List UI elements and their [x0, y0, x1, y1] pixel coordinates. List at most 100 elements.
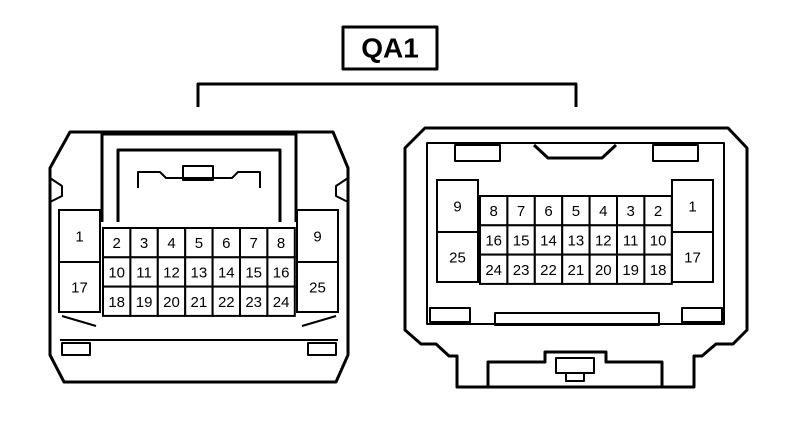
- left-connector-body: [48, 130, 350, 384]
- right-pin-8-label: 8: [490, 203, 498, 220]
- right-pin-4-label: 4: [599, 203, 607, 220]
- left-foot-left: [61, 342, 91, 356]
- right-pin-19-cell: [616, 253, 646, 285]
- right-pin-3-label: 3: [627, 203, 635, 220]
- right-pin-21-label: 21: [568, 262, 585, 279]
- right-pin-24-cell: [479, 253, 509, 285]
- left-pin-18-label: 18: [108, 294, 125, 311]
- left-pin-20-label: 20: [163, 294, 180, 311]
- left-pin-9-cell: [296, 209, 339, 263]
- right-pin-12-cell: [588, 224, 618, 256]
- right-side-nub: [335, 177, 349, 203]
- left-pin-15-label: 15: [245, 264, 262, 281]
- left-pin-20-cell: [156, 285, 187, 317]
- right-pin-23-label: 23: [513, 262, 530, 279]
- right-pin-20-label: 20: [595, 262, 612, 279]
- left-pin-5-label: 5: [195, 235, 203, 252]
- title-bracket: [196, 82, 578, 107]
- right-pin-3-cell: [616, 195, 646, 227]
- left-pin-24-cell: [266, 285, 296, 317]
- right-pin-5-label: 5: [572, 203, 580, 220]
- left-pin-23-label: 23: [245, 294, 262, 311]
- left-pin-8-cell: [266, 227, 296, 259]
- right-top-notch-right: [652, 144, 699, 162]
- left-pin-7-label: 7: [250, 235, 258, 252]
- left-pin-14-label: 14: [218, 264, 235, 281]
- right-connector-body: [403, 126, 749, 389]
- left-pin-24-label: 24: [273, 294, 290, 311]
- right-bottom-slot-right: [681, 307, 723, 323]
- left-pin-12-label: 12: [163, 264, 180, 281]
- right-pin-22-label: 22: [540, 262, 557, 279]
- left-pin-4-label: 4: [167, 235, 175, 252]
- left-pin-1-label: 1: [75, 229, 83, 246]
- right-bottom-tab-key: [565, 372, 585, 382]
- left-pin-11-label: 11: [136, 264, 152, 281]
- title-label: QA1: [361, 33, 419, 64]
- left-pin-14-cell: [211, 256, 242, 288]
- left-foot-right: [307, 342, 337, 356]
- left-pin-6-label: 6: [222, 235, 230, 252]
- left-bottom-rail-left: [61, 315, 97, 327]
- left-pin-7-cell: [239, 227, 269, 259]
- right-pin-24-label: 24: [485, 262, 502, 279]
- left-pin-2-cell: [102, 227, 132, 259]
- right-top-notch-left: [454, 144, 501, 162]
- title-box: [341, 25, 439, 71]
- left-latch: [137, 171, 261, 188]
- right-pin-17-label: 17: [684, 250, 701, 267]
- left-pin-8-label: 8: [277, 235, 285, 252]
- left-pin-21-label: 21: [191, 294, 208, 311]
- right-pin-9-label: 9: [453, 199, 461, 216]
- connector-title: QA1: [341, 25, 439, 71]
- right-pin-16-label: 16: [485, 232, 502, 249]
- left-bottom-rail-right: [301, 315, 337, 327]
- left-side-nub: [49, 177, 63, 203]
- right-pin-1-cell: [671, 179, 714, 233]
- left-pin-22-cell: [211, 285, 242, 317]
- left-pin-2-label: 2: [113, 235, 121, 252]
- left-pin-16-label: 16: [273, 264, 290, 281]
- left-pin-10-label: 10: [108, 264, 125, 281]
- left-pin-16-cell: [266, 256, 296, 288]
- left-pin-23-cell: [239, 285, 269, 317]
- left-pin-11-cell: [129, 256, 159, 288]
- right-pin-18-label: 18: [650, 262, 667, 279]
- right-top-key: [532, 143, 618, 160]
- left-pin-25-cell: [296, 261, 339, 313]
- right-pin-6-label: 6: [544, 203, 552, 220]
- right-pin-14-label: 14: [540, 232, 557, 249]
- left-pin-21-cell: [184, 285, 214, 317]
- right-pin-12-label: 12: [595, 232, 612, 249]
- left-pin-3-label: 3: [140, 235, 148, 252]
- left-pin-19-label: 19: [136, 294, 153, 311]
- left-lock-frame-inner: [116, 148, 282, 222]
- right-bottom-tab-inner: [555, 357, 595, 374]
- left-pin-15-cell: [239, 256, 269, 288]
- right-pin-17-cell: [671, 231, 714, 283]
- right-pin-11-label: 11: [623, 232, 639, 249]
- left-latch-tab: [182, 165, 214, 181]
- left-pin-17-label: 17: [71, 280, 88, 297]
- right-bottom-rail: [494, 312, 660, 326]
- left-pin-9-label: 9: [313, 229, 321, 246]
- left-lock-frame-outer: [100, 132, 298, 222]
- right-pin-2-label: 2: [654, 203, 662, 220]
- right-pin-2-cell: [643, 195, 673, 227]
- right-pin-19-label: 19: [622, 262, 639, 279]
- left-pin-22-label: 22: [218, 294, 235, 311]
- right-pin-18-cell: [643, 253, 673, 285]
- right-pin-7-label: 7: [517, 203, 525, 220]
- right-pin-21-cell: [561, 253, 591, 285]
- left-pin-1-cell: [58, 209, 101, 263]
- right-bottom-slot-left: [429, 307, 471, 323]
- left-pin-25-label: 25: [309, 280, 326, 297]
- right-pin-1-label: 1: [688, 199, 696, 216]
- right-pin-10-label: 10: [650, 232, 667, 249]
